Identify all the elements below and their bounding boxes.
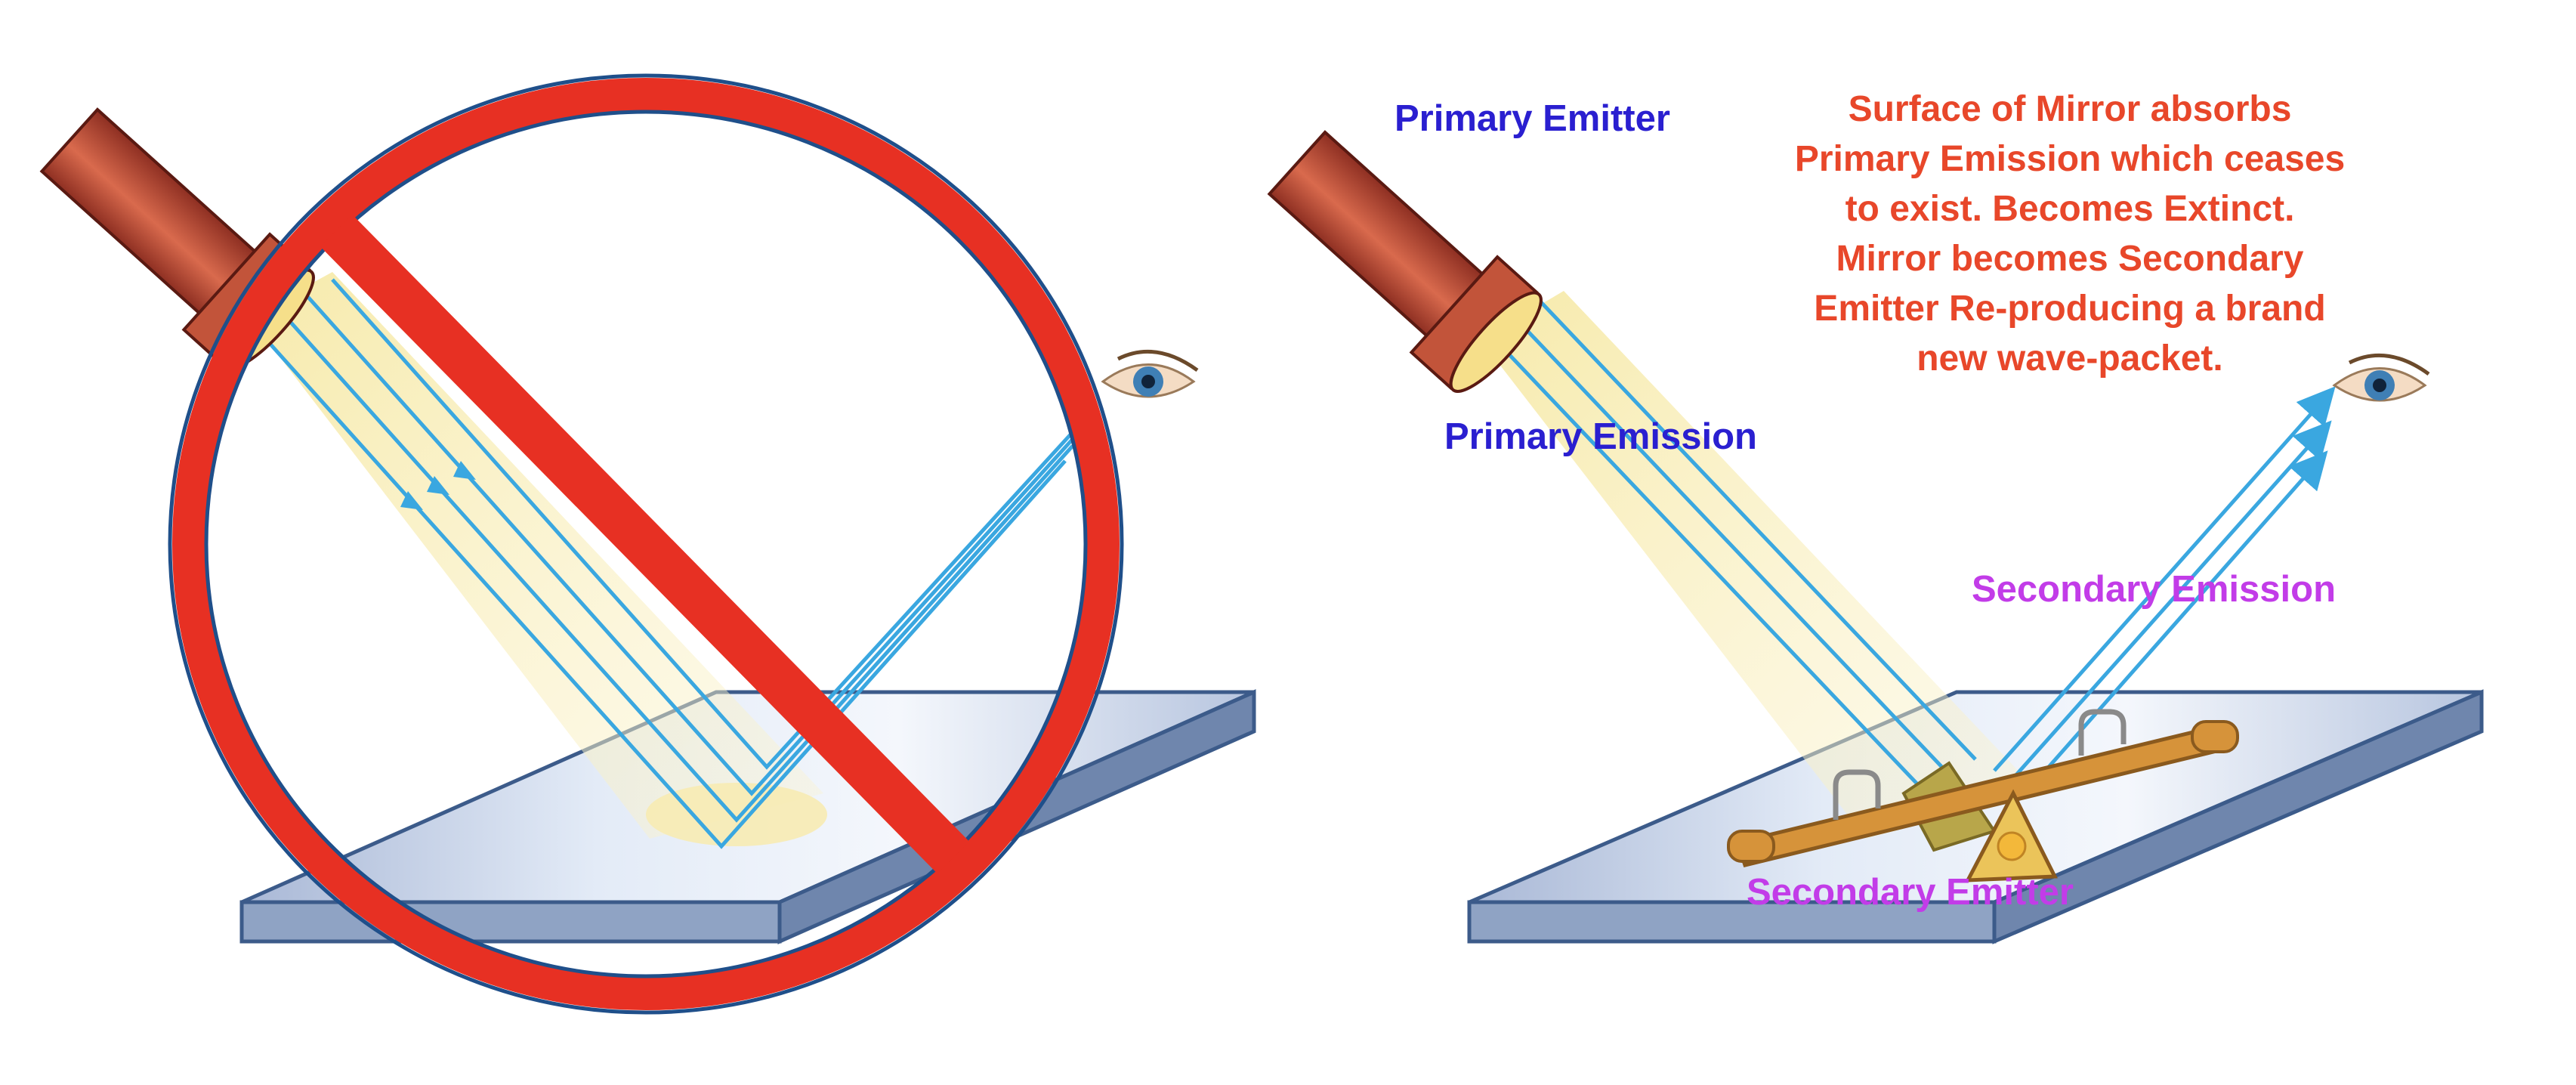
secondary-emitter-label: Secondary Emitter — [1747, 872, 2074, 913]
incident-rays — [1487, 301, 1977, 791]
light-beam — [249, 272, 823, 839]
no-sign-icon — [168, 73, 1124, 1015]
note-line: Mirror becomes Secondary — [1836, 239, 2304, 279]
right-panel — [1267, 130, 2484, 944]
note-line: new wave-packet. — [1917, 338, 2223, 379]
light-spot — [646, 783, 827, 846]
note-line: Surface of Mirror absorbs — [1848, 89, 2292, 129]
primary-emitter-label: Primary Emitter — [1395, 98, 1670, 139]
incident-rays — [252, 278, 1089, 849]
note-line: to exist. Becomes Extinct. — [1845, 189, 2295, 229]
note-line: Primary Emission which ceases — [1794, 139, 2346, 179]
left-panel — [39, 73, 1256, 1015]
ray-arrowheads — [400, 461, 476, 510]
eye-icon — [1101, 349, 1199, 398]
seesaw-icon — [1727, 709, 2239, 883]
explanation-note: Surface of Mirror absorbs Primary Emissi… — [1760, 85, 2380, 384]
flashlight-icon — [1267, 130, 1543, 393]
primary-emission-label: Primary Emission — [1444, 416, 1757, 457]
secondary-emission-label: Secondary Emission — [1972, 569, 2337, 610]
eye-icon — [2332, 353, 2430, 402]
note-line: Emitter Re-producing a brand — [1814, 289, 2326, 329]
